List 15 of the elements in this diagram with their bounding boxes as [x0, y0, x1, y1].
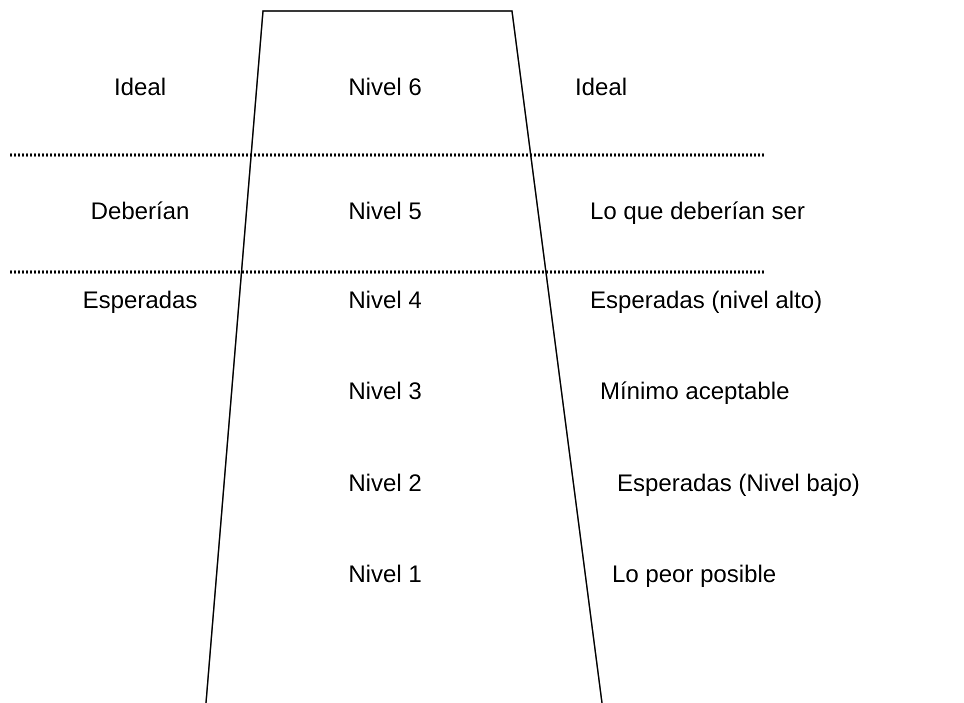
level-description: Esperadas (nivel alto): [590, 287, 822, 315]
level-label: Nivel 3: [348, 378, 422, 406]
level-description: Deberían: [90, 198, 190, 226]
level-description: Esperadas: [82, 287, 198, 315]
level-description: Ideal: [114, 74, 166, 102]
level-description: Lo peor posible: [612, 561, 776, 589]
level-description: Mínimo aceptable: [600, 378, 790, 406]
level-label: Nivel 6: [348, 74, 422, 102]
level-label: Nivel 2: [348, 470, 422, 498]
level-description: Esperadas (Nivel bajo): [617, 470, 860, 498]
level-description: Ideal: [575, 74, 628, 102]
level-label: Nivel 4: [348, 287, 422, 315]
level-description: Lo que deberían ser: [590, 198, 805, 226]
level-label: Nivel 1: [348, 561, 422, 589]
level-label: Nivel 5: [348, 198, 422, 226]
